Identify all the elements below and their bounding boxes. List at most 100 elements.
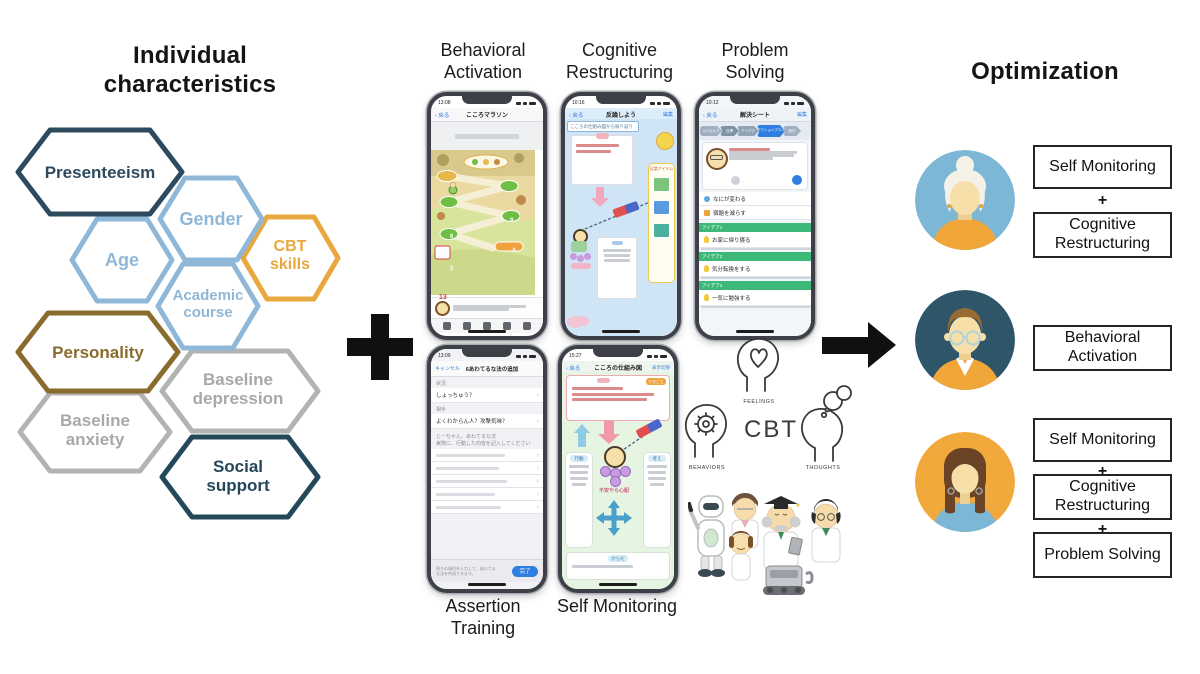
home-indicator [599,583,637,586]
hexagon-label-academic-course: Academic course [172,287,244,321]
behavior-label: 行動 [570,455,588,462]
thought-label: 考え [648,455,666,462]
lightbulb-icon [704,294,709,301]
step-5[interactable]: 実行 [783,126,801,136]
mind-diagram-canvas: できごと 行動 [562,372,674,589]
thought-card[interactable] [571,133,633,185]
thought-panel[interactable]: 考え [643,452,671,548]
prev-audio-button[interactable] [731,176,740,185]
cbt-label: CBT [744,416,798,443]
home-indicator [602,330,640,333]
step-2[interactable]: 目標 [720,126,739,136]
idea-row-2[interactable]: 気分転換をする [699,261,811,277]
hexagon-personality [15,310,181,394]
phone-notch [462,349,512,357]
edit-button[interactable]: 編集 [796,112,807,118]
sidebar-title: 反論アイテム [649,166,674,171]
entry-row-placeholder[interactable]: › [431,475,543,488]
idea-row-1[interactable]: お家に帰り寝る [699,232,811,248]
link-dashes [619,425,659,453]
avatar-young-woman [915,432,1015,532]
cancel-button[interactable]: キャンセル [435,366,461,372]
back-button[interactable]: ‹ 戻る [569,112,584,119]
feeling-chip [571,263,591,269]
worksheet-canvas: こころの仕組み図から振り返り 反論アイテム [565,119,677,336]
goal-row-1[interactable]: なにが変わる [699,192,811,206]
player-character [448,182,458,195]
idea-header-3: アイデア3 [699,281,811,290]
situation-row[interactable]: しょっちゅう？› [431,388,543,403]
behavior-panel[interactable]: 行動 [565,452,593,548]
card-tag [596,133,609,139]
partner-row[interactable]: よくわからん人？攻撃気味？› [431,414,543,429]
thoughts-head-icon [801,385,852,462]
back-button[interactable]: ‹ 戻る [566,365,581,372]
snow-icon [704,195,710,202]
map-node-8 [499,180,519,192]
body-panel[interactable]: からだ [566,552,670,580]
event-tag: できごと [646,378,666,385]
source-chip[interactable]: こころの仕組み図から振り返り [567,121,639,132]
phone-problem-solving: 10:12 ‹ 戻る 解決シート 編集 ふりかえり 目標 アイデア アクションプ… [695,92,815,340]
entry-section-header: じーちゃん、あわてるな法 実際に、行動した内容を記入してください [436,434,531,447]
status-time: 15:27 [569,353,582,359]
item-icon-memo[interactable] [653,223,670,238]
four-way-arrows-icon [596,500,632,536]
gray-robot [763,565,814,595]
step-4-active[interactable]: アクションプラン [757,125,785,137]
coach-glasses-icon [710,155,723,160]
app-title: 解決シート [739,113,770,119]
white-robot [688,495,725,577]
phone-assertion-training: 13:09 キャンセル 6あわてるな法の追加 状況 しょっちゅう？› 相手 よく… [427,345,547,593]
step-progress-bar: ふりかえり 目標 アイデア アクションプラン 実行 [699,122,811,140]
cbt-heads-illustration: FEELINGS BEHAVIORS THOUGHTS CBT [684,338,852,471]
tab-bar[interactable] [431,318,543,333]
phone-self-monitoring: 15:27 ‹ 戻る こころの仕組み図 表示切替 できごと [558,345,678,593]
step-3[interactable]: アイデア [737,126,759,136]
event-card[interactable]: できごと [566,375,670,421]
back-button[interactable]: ‹ 戻る [703,112,718,119]
map-node-2 [439,228,459,240]
treatment-box: Self Monitoring [1033,418,1172,462]
item-icon-image[interactable] [653,177,670,192]
avatar-man-with-glasses [915,290,1015,390]
entry-row-placeholder[interactable]: › [431,488,543,501]
status-icons [516,101,536,105]
module-label-assertion-training: Assertion Training [445,596,521,638]
section-label-partner: 相手 [436,407,447,413]
app-title: こころの仕組み図 [593,366,642,372]
stage-badge-number: 13 [439,294,447,301]
idea-header-2: アイデア2 [699,252,811,261]
hexagon-label-cbt-skills: CBT skills [269,238,311,273]
done-button[interactable]: 完了 [512,565,538,577]
entry-row-placeholder[interactable]: › [431,501,543,514]
idea-row-3[interactable]: 一気に勉強する [699,290,811,306]
entry-row-placeholder[interactable]: › [431,462,543,475]
thoughts-label: THOUGHTS [806,465,841,471]
feelings-label: FEELINGS [743,399,774,405]
status-bar: 13:08 [431,96,543,108]
goal-row-2[interactable]: 宿題を減らす [699,206,811,220]
feelings-head-icon [736,338,779,392]
hexagon-label-personality: Personality [52,343,144,362]
module-label-self-monitoring: Self Monitoring [556,596,678,616]
form-footer: 残りの項目を入力して、あわてるな法を作成できます。 完了 [431,559,543,582]
phone-notch [596,96,646,104]
hexagon-cluster [15,127,341,520]
play-audio-button[interactable] [792,175,802,185]
step-1[interactable]: ふりかえり [700,126,722,136]
edit-button[interactable]: 編集 [662,112,673,118]
plus-separator: + [1097,192,1108,209]
item-icon-phone[interactable] [653,200,670,215]
entry-row-placeholder[interactable]: › [431,449,543,462]
counter-thought-card[interactable] [597,237,637,299]
phone-behavioral-activation: 13:08 ‹ 戻る こころマラソン [427,92,547,340]
plus-separator: + [1097,463,1108,480]
treatment-box: Cognitive Restructuring [1033,212,1172,258]
phone-cognitive-restructuring: 10:16 ‹ 戻る 反論しよう 編集 こころの仕組み図から振り返り [561,92,681,340]
node-4-label: 4 [512,248,516,254]
back-button[interactable]: ‹ 戻る [435,112,450,119]
display-toggle-button[interactable]: 表示切替 [652,364,670,370]
hexagon-label-age: Age [104,250,139,270]
home-indicator [468,583,506,586]
